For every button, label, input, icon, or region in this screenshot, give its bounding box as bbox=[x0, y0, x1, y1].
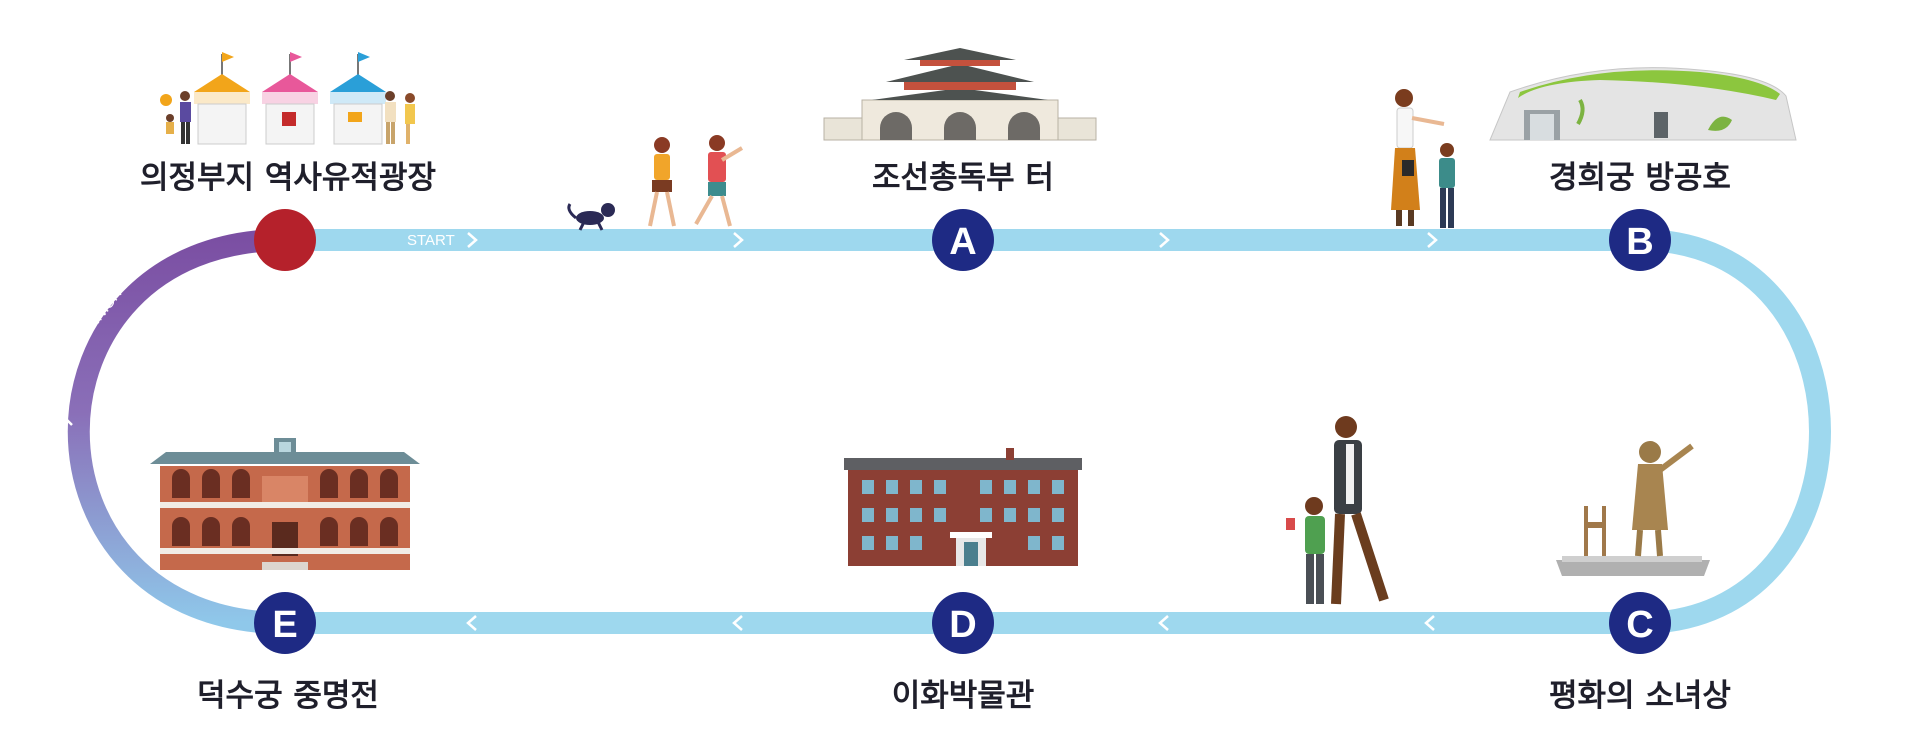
stop-label-start: 의정부지 역사유적광장 bbox=[140, 160, 436, 196]
father-and-daughter-illustration bbox=[1286, 416, 1389, 605]
svg-text:E: E bbox=[272, 604, 297, 646]
start-text: START bbox=[407, 232, 455, 249]
market-tents-illustration bbox=[160, 52, 415, 145]
stop-marker-b: B bbox=[1609, 209, 1671, 271]
stop-marker-a: A bbox=[932, 209, 994, 271]
stop-marker-c: C bbox=[1609, 592, 1671, 654]
svg-text:D: D bbox=[949, 604, 976, 646]
gate-illustration bbox=[823, 48, 1097, 141]
svg-text:C: C bbox=[1626, 604, 1653, 646]
jungmyeongjeon-illustration bbox=[150, 438, 420, 570]
stop-marker-d: D bbox=[932, 592, 994, 654]
stop-label-c: 평화의 소녀상 bbox=[1549, 678, 1731, 714]
svg-text:A: A bbox=[949, 221, 976, 263]
woman-and-child-illustration bbox=[1391, 89, 1455, 228]
bunker-illustration bbox=[1489, 67, 1797, 141]
stop-label-a: 조선총독부 터 bbox=[872, 160, 1054, 196]
start-marker bbox=[254, 209, 316, 271]
stop-label-d: 이화박물관 bbox=[892, 678, 1035, 714]
stop-marker-e: E bbox=[254, 592, 316, 654]
svg-text:B: B bbox=[1626, 221, 1653, 263]
stop-label-e: 덕수궁 중명전 bbox=[197, 678, 379, 714]
direction-arrows bbox=[57, 232, 1863, 631]
kids-and-cat-illustration bbox=[567, 135, 744, 231]
stop-label-b: 경희궁 방공호 bbox=[1549, 160, 1731, 196]
peace-statue-illustration bbox=[1556, 441, 1710, 576]
brick-museum-illustration bbox=[844, 448, 1082, 566]
